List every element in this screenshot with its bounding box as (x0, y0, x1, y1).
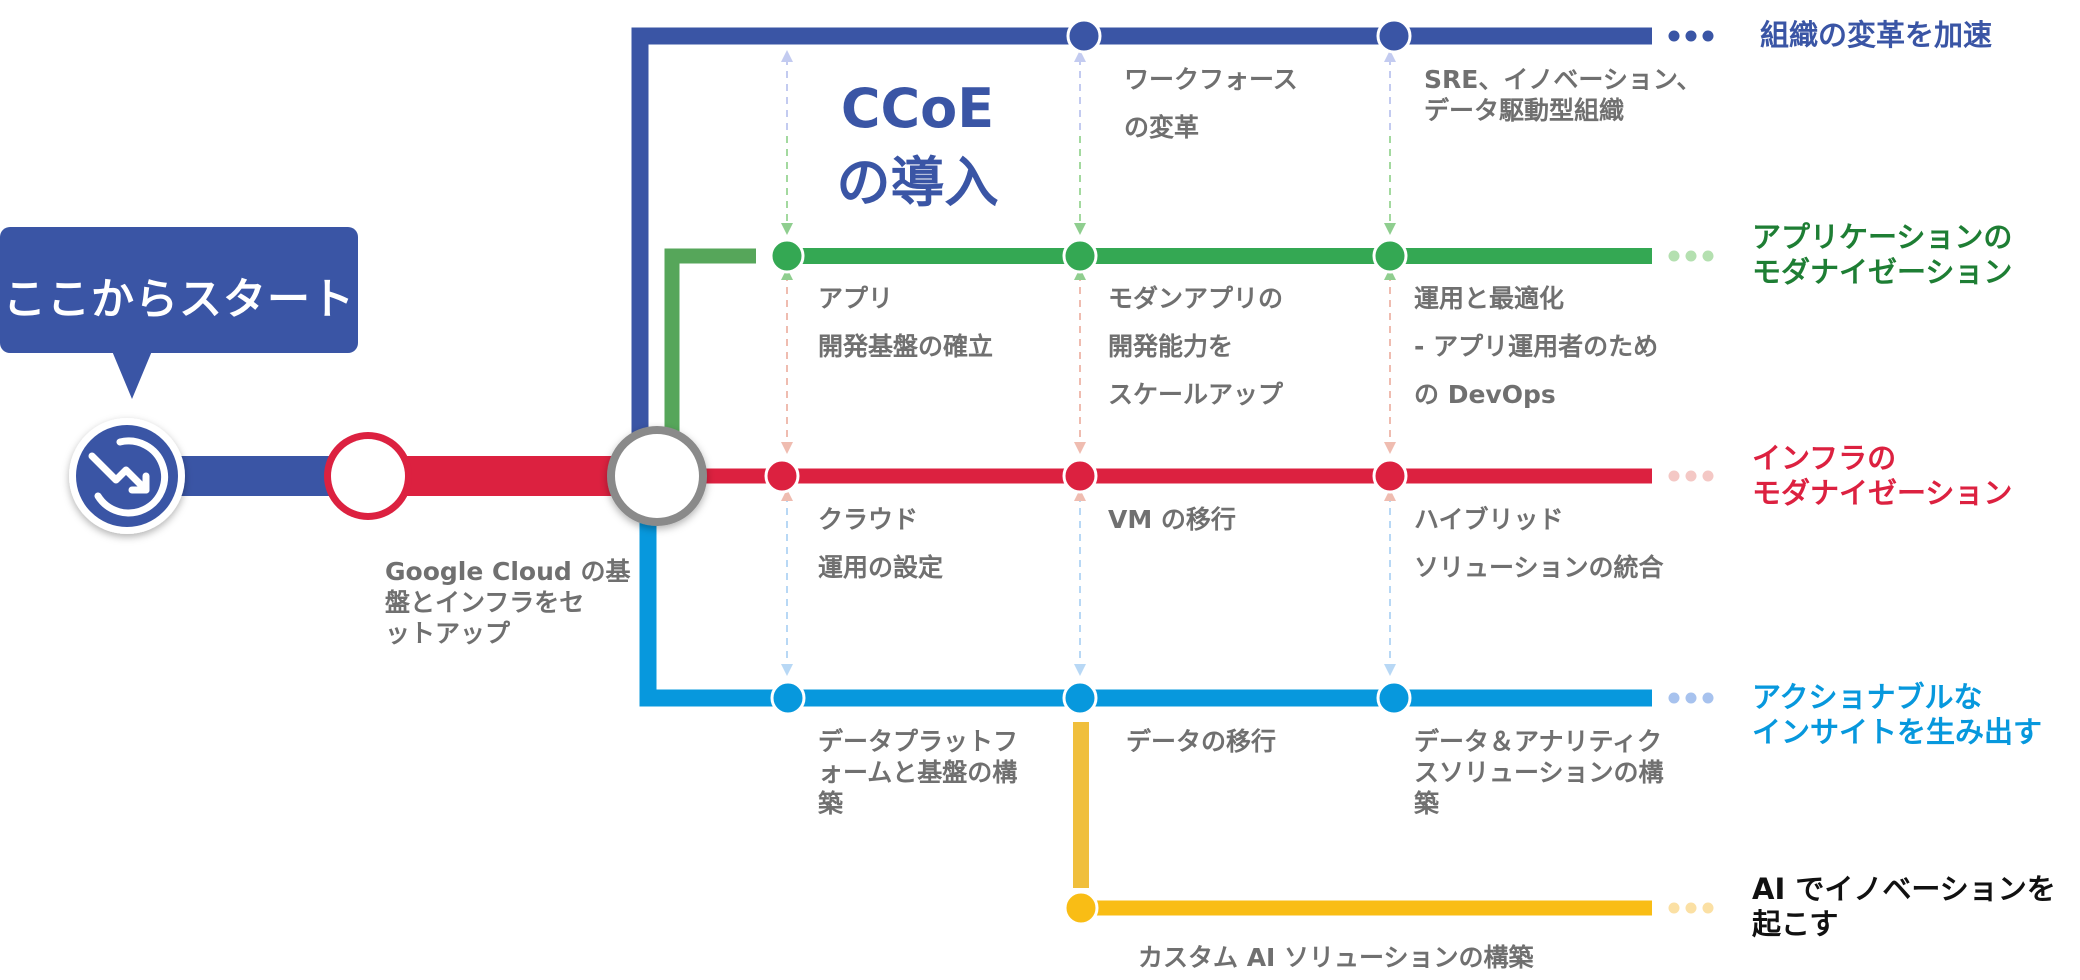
lane-lines (170, 27, 1652, 916)
start-hubs (69, 418, 707, 534)
station-org-2 (1376, 18, 1412, 54)
station-infra-1 (764, 458, 800, 494)
step-data-1-label: データプラットフ ォームと基盤の構 築 (818, 727, 1019, 818)
dashed-connectors (781, 50, 1396, 676)
lane-line-app (664, 248, 756, 440)
station-data-1 (770, 680, 806, 716)
step-app-1-label: アプリ 開発基盤の確立 (818, 284, 994, 361)
lane-title-data: アクショナブルな インサイトを生み出す (1752, 680, 2043, 749)
step-org-1-label: ワークフォース の変革 (1124, 65, 1298, 142)
lane-title-org: 組織の変革を加速 (1760, 18, 1993, 52)
lane-title-infra: インフラの モダナイゼーション (1752, 441, 2013, 510)
station-data-2 (1062, 680, 1098, 716)
ccoe-hub (607, 426, 707, 526)
trailing-dots (1668, 30, 1714, 914)
station-app-1 (769, 238, 805, 274)
trailing-dots-app (1668, 250, 1714, 262)
start-here-callout: ここからスタート (0, 227, 358, 399)
step-infra-2-label: VM の移行 (1108, 505, 1236, 534)
station-ai-1 (1063, 890, 1099, 926)
trailing-dots-infra (1668, 470, 1714, 482)
ccoe-title: CCoE の導入 (836, 77, 999, 214)
stations (764, 18, 1412, 926)
station-infra-2 (1062, 458, 1098, 494)
lane-line-org (631, 27, 1652, 440)
trending-down-icon (88, 437, 169, 517)
step-org-2-label: SRE、イノベーション、 データ駆動型組織 (1424, 65, 1702, 125)
step-app-3-label: 運用と最適化 - アプリ運用者のため の DevOps (1414, 284, 1659, 409)
lane-title-ai: AI でイノベーションを 起こす (1752, 872, 2056, 941)
setup-label: Google Cloud の基 盤とインフラをセ ットアップ (385, 557, 631, 648)
station-data-3 (1376, 680, 1412, 716)
step-infra-1-label: クラウド 運用の設定 (818, 505, 944, 582)
step-data-3-label: データ＆アナリティク スソリューションの構 築 (1414, 727, 1664, 818)
lane-title-app: アプリケーションの モダナイゼーション (1752, 220, 2013, 289)
station-app-2 (1062, 238, 1098, 274)
station-org-1 (1066, 18, 1102, 54)
lane-line-data (639, 520, 1652, 707)
step-ai-1-label: カスタム AI ソリューションの構築 (1138, 943, 1534, 972)
station-app-3 (1372, 238, 1408, 274)
trailing-dots-data (1668, 692, 1714, 704)
trailing-dots-org (1668, 30, 1714, 42)
step-data-2-label: データの移行 (1126, 727, 1277, 756)
station-infra-3 (1372, 458, 1408, 494)
step-infra-3-label: ハイブリッド ソリューションの統合 (1414, 505, 1664, 582)
trailing-dots-ai (1668, 902, 1714, 914)
step-app-2-label: モダンアプリの 開発能力を スケールアップ (1108, 284, 1284, 409)
